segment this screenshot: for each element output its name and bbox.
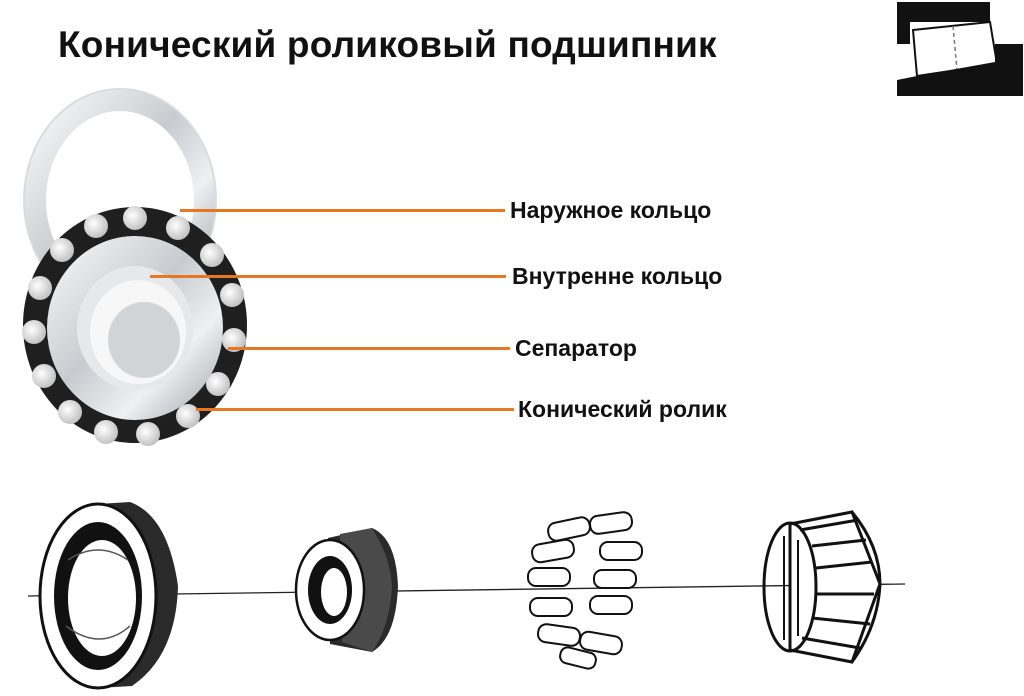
outer-ring-drawing [38, 502, 178, 690]
leader-line-tapered-roller [196, 408, 514, 411]
label-separator: Сепаратор [515, 335, 637, 361]
cage-drawing [762, 510, 882, 664]
leader-line-outer-ring [180, 209, 505, 212]
tapered-bearing-cross-section-icon [897, 2, 1023, 96]
label-inner-ring: Внутренне кольцо [512, 263, 723, 289]
rollers-drawing [527, 511, 643, 670]
rollers [22, 206, 246, 446]
inner-ring-drawing [294, 528, 398, 652]
bearing-photo-illustration [22, 88, 247, 446]
page-title: Конический роликовый подшипник [58, 24, 717, 65]
exploded-view-drawing [27, 502, 906, 690]
label-outer-ring: Наружное кольцо [510, 197, 712, 223]
label-tapered-roller: Конический ролик [518, 396, 727, 422]
leader-line-separator [228, 347, 510, 350]
leader-line-inner-ring [150, 275, 506, 278]
